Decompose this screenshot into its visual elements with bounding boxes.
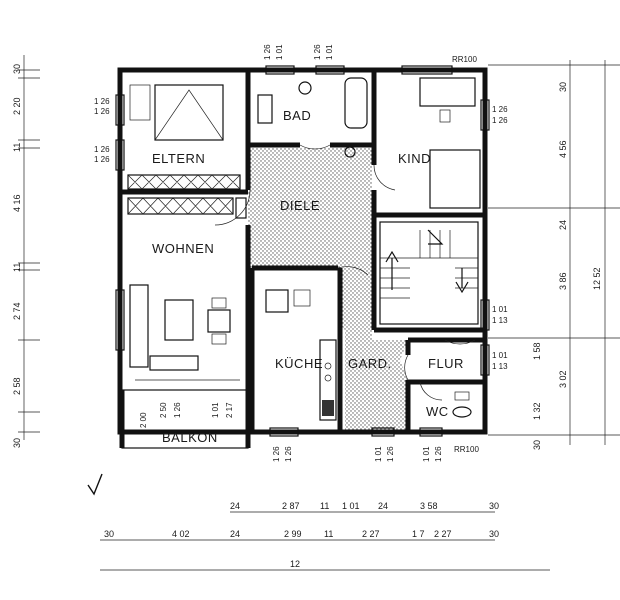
svg-text:30: 30 xyxy=(532,440,542,450)
svg-text:11: 11 xyxy=(12,143,22,152)
svg-text:1 01: 1 01 xyxy=(374,446,383,462)
svg-text:24: 24 xyxy=(558,220,568,230)
svg-text:24: 24 xyxy=(230,529,240,539)
double-bed xyxy=(129,84,224,141)
svg-text:12: 12 xyxy=(290,559,300,569)
doors xyxy=(214,144,476,401)
svg-text:30: 30 xyxy=(12,64,22,74)
svg-text:2 27: 2 27 xyxy=(434,529,452,539)
svg-text:2 99: 2 99 xyxy=(284,529,302,539)
svg-text:1 7: 1 7 xyxy=(412,529,425,539)
svg-text:1 26: 1 26 xyxy=(173,402,182,418)
check-mark-icon xyxy=(87,473,103,496)
room-label-eltern: ELTERN xyxy=(152,151,205,166)
svg-text:1 01: 1 01 xyxy=(492,351,508,360)
windows xyxy=(115,65,490,437)
staircase xyxy=(379,221,479,325)
svg-text:1 26: 1 26 xyxy=(492,105,508,114)
svg-text:11: 11 xyxy=(12,263,22,272)
outer-walls xyxy=(117,67,488,449)
svg-text:1 26: 1 26 xyxy=(492,116,508,125)
svg-text:1 26: 1 26 xyxy=(386,446,395,462)
svg-text:3 58: 3 58 xyxy=(420,501,438,511)
svg-text:30: 30 xyxy=(12,438,22,448)
room-label-wohnen: WOHNEN xyxy=(152,241,214,256)
svg-text:1 26: 1 26 xyxy=(94,107,110,116)
svg-text:4 56: 4 56 xyxy=(558,140,568,158)
rr-bottom-label: RR100 xyxy=(454,445,479,454)
svg-text:1 01: 1 01 xyxy=(492,305,508,314)
svg-text:1 32: 1 32 xyxy=(532,402,542,420)
bottom-dimension-chains: 24 2 87 11 1 01 24 3 58 30 30 4 02 24 2 … xyxy=(100,501,550,571)
svg-text:2 27: 2 27 xyxy=(362,529,380,539)
svg-text:1 01: 1 01 xyxy=(342,501,360,511)
interior-walls xyxy=(122,72,485,432)
svg-text:30: 30 xyxy=(104,529,114,539)
hall-floor-hatch xyxy=(248,148,408,430)
svg-text:2 00: 2 00 xyxy=(139,412,148,428)
svg-text:1 01: 1 01 xyxy=(211,402,220,418)
bathroom-fixtures xyxy=(257,77,368,158)
window-dimensions: 1 26 1 01 1 26 1 01 1 26 1 26 1 26 1 26 … xyxy=(94,44,508,462)
svg-text:2 50: 2 50 xyxy=(159,402,168,418)
room-label-kueche: KÜCHE xyxy=(275,356,323,371)
svg-text:2 17: 2 17 xyxy=(225,402,234,418)
svg-text:3 86: 3 86 xyxy=(558,272,568,290)
right-dimension-chain: 30 4 56 24 3 86 12 52 1 58 3 02 1 32 30 xyxy=(488,60,620,450)
svg-text:1 26: 1 26 xyxy=(284,446,293,462)
kids-bed xyxy=(419,77,481,209)
svg-text:1 26: 1 26 xyxy=(272,446,281,462)
svg-text:1 13: 1 13 xyxy=(492,316,508,325)
svg-text:2 58: 2 58 xyxy=(12,377,22,395)
svg-text:4 02: 4 02 xyxy=(172,529,190,539)
svg-text:2 74: 2 74 xyxy=(12,302,22,320)
svg-text:11: 11 xyxy=(324,529,333,539)
room-label-balkon: BALKON xyxy=(162,430,218,445)
cabinets xyxy=(127,174,247,219)
rr-top-label: RR100 xyxy=(452,55,477,64)
svg-text:24: 24 xyxy=(378,501,388,511)
room-label-kind: KIND xyxy=(398,151,431,166)
svg-text:1 58: 1 58 xyxy=(532,342,542,360)
room-label-flur: FLUR xyxy=(428,356,464,371)
svg-text:12 52: 12 52 xyxy=(592,267,602,290)
svg-text:2 20: 2 20 xyxy=(12,97,22,115)
svg-text:30: 30 xyxy=(489,501,499,511)
svg-text:1 01: 1 01 xyxy=(422,446,431,462)
svg-text:1 13: 1 13 xyxy=(492,362,508,371)
room-label-diele: DIELE xyxy=(280,198,320,213)
svg-text:1 26: 1 26 xyxy=(94,145,110,154)
svg-text:1 26: 1 26 xyxy=(94,155,110,164)
living-furniture xyxy=(129,284,240,381)
room-label-bad: BAD xyxy=(283,108,311,123)
room-label-gard: GARD. xyxy=(348,356,392,371)
svg-text:30: 30 xyxy=(489,529,499,539)
svg-text:2 87: 2 87 xyxy=(282,501,300,511)
svg-text:1 26: 1 26 xyxy=(313,44,322,60)
svg-text:1 26: 1 26 xyxy=(434,446,443,462)
wc-fixtures xyxy=(452,391,472,418)
svg-text:1 01: 1 01 xyxy=(275,44,284,60)
svg-text:1 26: 1 26 xyxy=(263,44,272,60)
left-dimension-chain: 30 2 20 11 4 16 11 2 74 2 58 30 xyxy=(12,55,40,448)
svg-text:30: 30 xyxy=(558,82,568,92)
svg-text:24: 24 xyxy=(230,501,240,511)
svg-text:1 26: 1 26 xyxy=(94,97,110,106)
kitchen-furniture xyxy=(265,289,337,421)
room-labels: ELTERN BAD KIND DIELE WOHNEN KÜCHE GARD.… xyxy=(152,108,464,445)
svg-text:11: 11 xyxy=(320,501,329,511)
svg-text:1 01: 1 01 xyxy=(325,44,334,60)
svg-text:3 02: 3 02 xyxy=(558,370,568,388)
room-label-wc: WC xyxy=(426,404,449,419)
svg-text:4 16: 4 16 xyxy=(12,194,22,212)
